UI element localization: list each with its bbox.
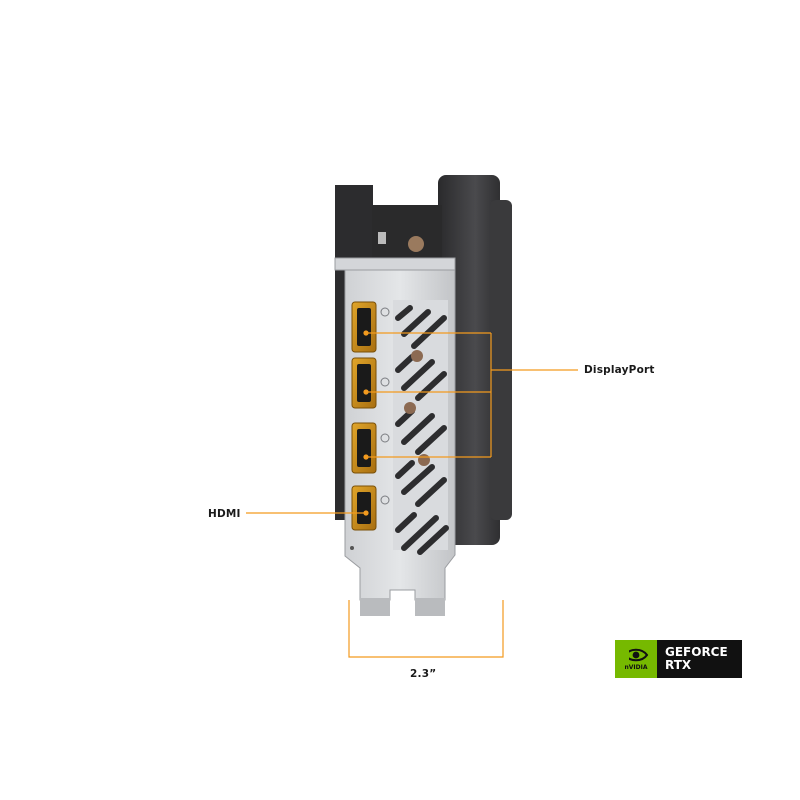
displayport-label: DisplayPort — [584, 364, 655, 376]
badge-line-rtx: RTX — [665, 658, 692, 672]
geforce-rtx-badge: nVIDIA GEFORCE RTX — [615, 640, 742, 678]
displayport-connector-2 — [351, 357, 377, 409]
hdmi-callout-line — [246, 510, 369, 516]
width-dimension-label: 2.3” — [410, 668, 437, 680]
displayport-callout-dots — [363, 330, 369, 460]
displayport-connector-1 — [351, 301, 377, 353]
geforce-rtx-text: GEFORCE RTX — [657, 640, 742, 678]
badge-line-geforce: GEFORCE — [665, 645, 728, 659]
displayport-callout-lines — [366, 332, 578, 458]
hdmi-label: HDMI — [208, 508, 241, 520]
width-dimension-bracket — [348, 600, 504, 658]
nvidia-logo-panel: nVIDIA — [615, 640, 657, 678]
vent-grille — [393, 300, 449, 555]
nvidia-eye-icon — [623, 648, 649, 662]
bracket-screw-icons — [380, 307, 390, 505]
displayport-connector-3 — [351, 422, 377, 474]
hdmi-connector — [351, 485, 377, 531]
nvidia-wordmark: nVIDIA — [624, 664, 648, 671]
